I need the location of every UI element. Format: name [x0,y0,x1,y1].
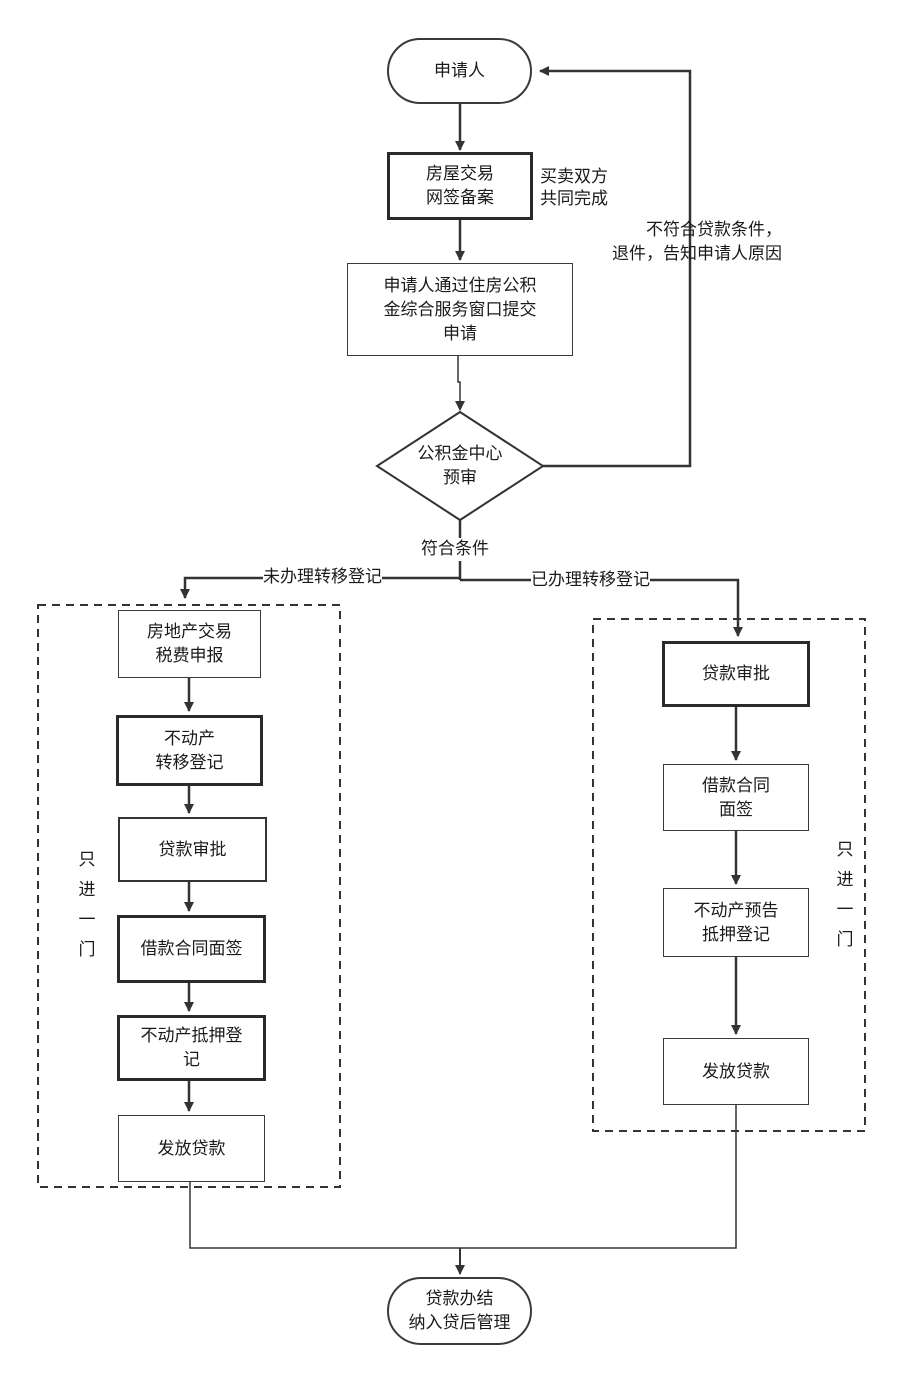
left-tax-box: 房地产交易 税费申报 [118,610,261,678]
pretrial-line-1: 公积金中心 [417,444,503,464]
pretrial-label: 公积金中心 预审 [400,442,520,490]
left-contract-box: 借款合同面签 [117,915,266,983]
left-approval-box: 贷款审批 [118,817,267,882]
left-mortgage-line-2: 记 [183,1050,200,1070]
left-transfer-line-2: 转移登记 [155,752,224,773]
reject-line-2: 退件，告知申请人原因 [612,244,782,264]
end-line-2: 纳入贷后管理 [408,1313,511,1333]
left-tax-line-2: 税费申报 [155,646,224,666]
applicant-terminal: 申请人 [387,38,532,104]
left-group-border [37,604,341,1188]
left-release-box: 发放贷款 [118,1115,265,1182]
pretrial-line-2: 预审 [443,468,477,488]
submit-line-3: 申请 [443,323,477,344]
left-tax-line-1: 房地产交易 [147,622,232,642]
filing-line-1: 房屋交易 [426,164,494,184]
transferred-label: 已办理转移登记 [531,569,650,592]
left-group-char-4: 门 [78,940,96,960]
right-contract-line-1: 借款合同 [702,775,770,796]
left-mortgage-box: 不动产抵押登 记 [117,1015,266,1081]
reject-note: 不符合贷款条件， 退件，告知申请人原因 [612,218,782,266]
arrow-reject-loop [539,66,692,468]
right-release-label: 发放贷款 [702,1061,770,1082]
filing-line-2: 网签备案 [426,188,494,208]
left-release-label: 发放贷款 [157,1138,226,1159]
right-group-label: 只 进 一 门 [835,835,855,955]
right-group-char-1: 只 [836,840,854,860]
end-terminal: 贷款办结 纳入贷后管理 [387,1277,532,1345]
left-approval-label: 贷款审批 [158,839,227,860]
filing-box: 房屋交易 网签备案 [387,152,533,220]
right-contract-line-2: 面签 [719,799,753,820]
submit-line-1: 申请人通过住房公积 [383,275,537,296]
left-group-char-1: 只 [78,850,96,870]
reject-line-1: 不符合贷款条件， [646,220,782,240]
both-parties-note: 买卖双方 共同完成 [540,166,608,210]
both-parties-line-1: 买卖双方 [540,167,608,187]
left-group-char-3: 一 [78,910,96,930]
left-group-label: 只 进 一 门 [77,845,97,965]
submit-box: 申请人通过住房公积 金综合服务窗口提交 申请 [347,263,573,356]
right-release-box: 发放贷款 [663,1038,809,1105]
right-presale-box: 不动产预告 抵押登记 [663,888,809,957]
right-presale-line-1: 不动产预告 [693,900,779,921]
right-approval-label: 贷款审批 [702,664,770,684]
arrow-submit-pretrial [455,356,465,411]
qualified-label: 符合条件 [421,538,489,561]
line-merge [189,1105,737,1249]
left-transfer-box: 不动产 转移登记 [116,715,263,786]
left-transfer-line-1: 不动产 [164,728,215,749]
right-group-char-2: 进 [836,870,854,890]
left-group-char-2: 进 [78,880,96,900]
right-group-char-4: 门 [836,930,854,950]
right-approval-box: 贷款审批 [662,641,810,707]
not-transferred-label: 未办理转移登记 [263,566,382,589]
left-mortgage-line-1: 不动产抵押登 [140,1026,243,1046]
end-line-1: 贷款办结 [425,1289,494,1309]
right-group-char-3: 一 [836,900,854,920]
both-parties-line-2: 共同完成 [540,189,608,209]
applicant-label: 申请人 [434,61,485,81]
right-contract-box: 借款合同 面签 [663,764,809,831]
left-contract-label: 借款合同面签 [140,939,243,959]
right-presale-line-2: 抵押登记 [702,924,770,945]
submit-line-2: 金综合服务窗口提交 [383,299,537,320]
pretrial-diamond [375,410,545,522]
